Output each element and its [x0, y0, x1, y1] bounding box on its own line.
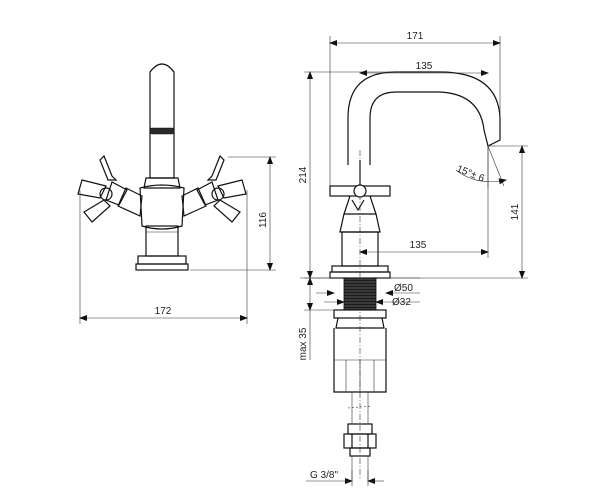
- dim-max-35-label: max 35: [298, 327, 309, 360]
- dim-116: 116: [190, 156, 276, 271]
- dim-diameter-50-label: Ø50: [394, 283, 413, 294]
- front-view: 116 172: [77, 63, 276, 324]
- front-spout: [149, 63, 175, 179]
- dim-171-label: 171: [407, 31, 424, 42]
- dim-172-label: 172: [155, 306, 172, 317]
- dim-172: 172: [79, 190, 248, 324]
- front-body: [135, 177, 189, 271]
- dim-116-label: 116: [258, 212, 269, 228]
- side-hose: [343, 392, 377, 480]
- dim-thread-label: G 3/8": [310, 470, 338, 481]
- dim-135-bottom: 135: [359, 146, 489, 258]
- dim-max-35: max 35: [298, 277, 334, 360]
- dim-141: 141: [390, 145, 528, 279]
- dim-171: 171: [329, 31, 501, 186]
- dim-thread: G 3/8": [306, 470, 384, 486]
- dim-135-top-label: 135: [416, 61, 433, 72]
- side-view: 171 214 135 135 141: [298, 31, 528, 486]
- dim-141-label: 141: [510, 203, 521, 220]
- front-left-handle: [77, 154, 143, 223]
- side-spout: [347, 71, 501, 165]
- side-mounting: [300, 277, 420, 393]
- dim-diameter-50: Ø50: [316, 283, 420, 296]
- dim-diameter-32: Ø32: [324, 297, 420, 308]
- side-handle: [329, 160, 391, 215]
- front-right-handle: [181, 154, 247, 223]
- dim-angle-label: 15°± 6: [455, 164, 486, 185]
- dim-135-top: 135: [359, 61, 489, 76]
- dim-135-bottom-label: 135: [410, 240, 427, 251]
- dim-diameter-32-label: Ø32: [392, 297, 411, 308]
- dim-214-label: 214: [298, 166, 309, 183]
- dim-angle: 15°± 6: [455, 145, 507, 188]
